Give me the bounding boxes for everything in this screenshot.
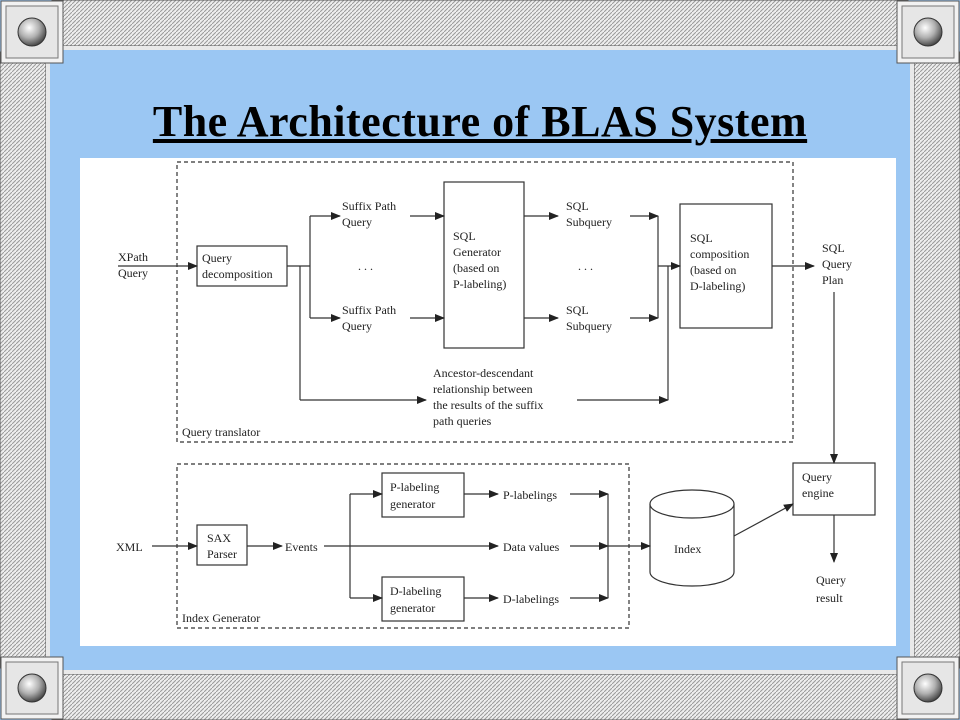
- top-rail: [51, 0, 909, 47]
- d-generator-label-2: generator: [390, 601, 435, 615]
- generator-label-2: Generator: [453, 245, 501, 259]
- generator-label-3: (based on: [453, 261, 499, 275]
- p-generator-label-1: P-labeling: [390, 480, 439, 494]
- composition-label-2: composition: [690, 247, 749, 261]
- composition-label-3: (based on: [690, 263, 736, 277]
- subquery-bottom-2: Subquery: [566, 319, 612, 333]
- sax-label-2: Parser: [207, 547, 237, 561]
- p-labelings-label: P-labelings: [503, 488, 557, 502]
- composition-label-1: SQL: [690, 231, 713, 245]
- architecture-diagram: XPath Query Query decomposition Suffix P…: [80, 158, 896, 646]
- query-plan-label-3: Plan: [822, 273, 843, 287]
- corner-knob-bottom-left: [0, 656, 64, 720]
- query-plan-label-1: SQL: [822, 241, 845, 255]
- slide-title: The Architecture of BLAS System: [152, 97, 808, 146]
- suffix-path-top-2: Query: [342, 215, 372, 229]
- sql-generator-box: [443, 181, 525, 349]
- relationship-label-3: the results of the suffix: [433, 398, 543, 412]
- corner-knob-bottom-right: [896, 656, 960, 720]
- query-translator-label: Query translator: [182, 425, 260, 439]
- index-label: Index: [674, 542, 701, 556]
- relationship-label-1: Ancestor-descendant: [433, 366, 534, 380]
- decomposition-label-1: Query: [202, 251, 232, 265]
- d-generator-label-1: D-labeling: [390, 584, 441, 598]
- query-plan-label-2: Query: [822, 257, 852, 271]
- generator-label-4: P-labeling): [453, 277, 506, 291]
- data-values-label: Data values: [503, 540, 560, 554]
- subquery-top-1: SQL: [566, 199, 589, 213]
- xpath-input-label-2: Query: [118, 266, 148, 280]
- index-cylinder: [649, 489, 735, 587]
- relationship-label-2: relationship between: [433, 382, 533, 396]
- xml-input-label: XML: [116, 540, 143, 554]
- corner-knob-top-right: [896, 0, 960, 64]
- suffix-path-bottom-2: Query: [342, 319, 372, 333]
- suffix-path-top-1: Suffix Path: [342, 199, 396, 213]
- right-rail: [913, 51, 960, 669]
- xpath-input-label-1: XPath: [118, 250, 148, 264]
- ellipsis-left: . . .: [358, 259, 373, 273]
- events-label: Events: [285, 540, 318, 554]
- subquery-top-2: Subquery: [566, 215, 612, 229]
- query-engine-label-1: Query: [802, 470, 832, 484]
- sax-label-1: SAX: [207, 531, 231, 545]
- index-generator-label: Index Generator: [182, 611, 260, 625]
- query-result-label-1: Query: [816, 573, 846, 587]
- query-translator-group: [176, 161, 794, 443]
- generator-label-1: SQL: [453, 229, 476, 243]
- bottom-rail: [51, 673, 909, 720]
- ellipsis-right: . . .: [578, 259, 593, 273]
- corner-knob-top-left: [0, 0, 64, 64]
- decomposition-label-2: decomposition: [202, 267, 273, 281]
- relationship-label-4: path queries: [433, 414, 492, 428]
- query-result-label-2: result: [816, 591, 843, 605]
- composition-label-4: D-labeling): [690, 279, 745, 293]
- query-engine-label-2: engine: [802, 486, 834, 500]
- suffix-path-bottom-1: Suffix Path: [342, 303, 396, 317]
- p-generator-label-2: generator: [390, 497, 435, 511]
- subquery-bottom-1: SQL: [566, 303, 589, 317]
- d-labelings-label: D-labelings: [503, 592, 559, 606]
